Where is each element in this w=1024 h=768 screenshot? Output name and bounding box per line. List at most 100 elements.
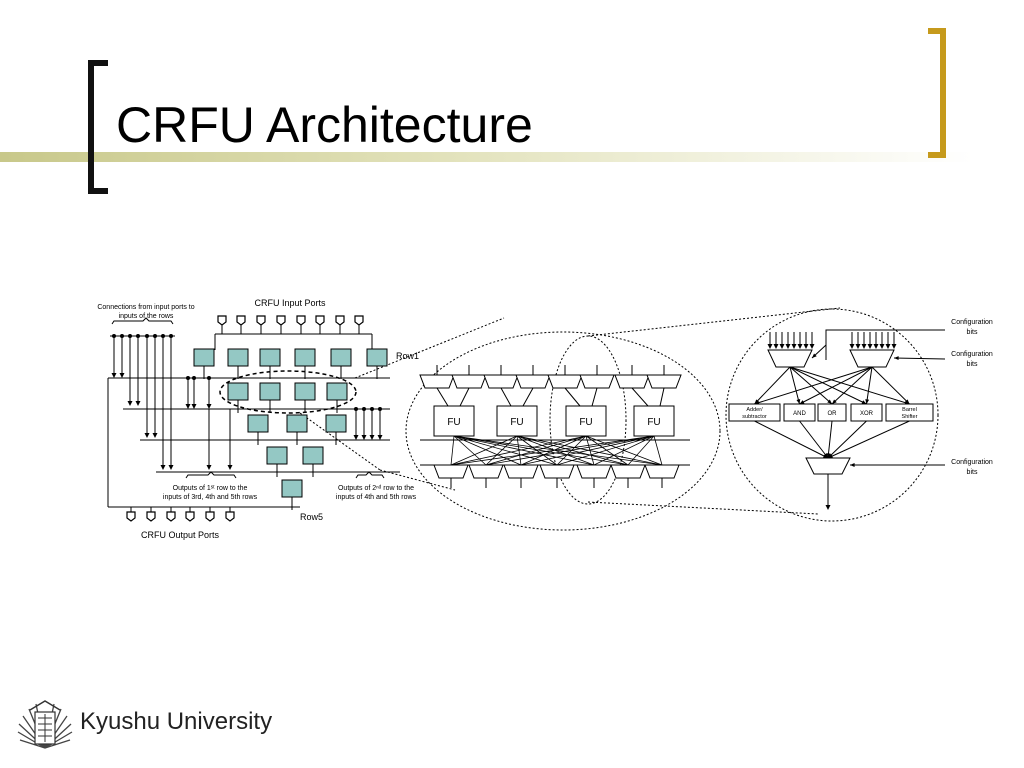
input-ports-label: CRFU Input Ports [254,298,326,308]
junction-dot [128,334,132,338]
output-mux-5 [576,464,612,479]
arrow-head [773,344,779,349]
fu-unit-4 [633,405,675,437]
arrow-head [850,463,855,467]
input-mux-2 [451,374,487,389]
arrow-head [754,399,760,404]
arrow-head [779,344,785,349]
right-bracket-decoration [928,28,946,158]
output-port-4 [185,511,195,522]
fu-block-row3-3 [325,414,347,433]
arrow-head [827,399,832,404]
arrow-head [785,344,791,349]
fu-unit-label: FU [647,417,660,428]
fu-block-row1-3 [259,348,281,367]
operation-unit-label: OR [828,411,838,417]
fu-block-row2-4 [326,382,348,401]
operation-unit-label: Barrel [902,407,917,413]
junction-dot [378,407,382,411]
operation-unit-label: Adder/ [746,407,763,413]
junction-dot [136,334,140,338]
output-ports-label: CRFU Output Ports [141,530,220,540]
arrow-head [796,399,801,404]
output-mux-4 [539,464,575,479]
title-underline-bar [0,152,1024,162]
input-port-3 [256,315,266,326]
output-mux-1 [433,464,469,479]
fu-block-row1-4 [294,348,316,367]
output-port-6 [225,511,235,522]
row5-label: Row5 [300,512,323,522]
arrow-head [353,435,359,440]
arrow-head [767,344,773,349]
output-port-2 [146,511,156,522]
configuration-bits-label-3: Configuration [951,459,993,466]
arrow-head [873,344,879,349]
arrow-head [191,404,197,409]
input-port-5 [296,315,306,326]
input-port-4 [276,315,286,326]
result-mux [805,457,851,475]
junction-dot [161,334,165,338]
input-mux-3 [483,374,519,389]
operand-mux-1 [767,349,813,368]
input-port-6 [315,315,325,326]
input-port-8 [354,315,364,326]
operand-mux-2 [849,349,895,368]
fu-unit-label: FU [510,417,523,428]
fu-block-row2-1 [227,382,249,401]
junction-dot [192,376,196,380]
arrow-head [799,400,805,404]
input-mux-6 [579,374,615,389]
arrow-head [797,344,803,349]
outputs-row2-label: inputs of 4th and 5th rows [336,494,417,501]
output-port-1 [126,511,136,522]
arrow-head [168,465,174,470]
fu-block-row2-2 [259,382,281,401]
input-port-1 [217,315,227,326]
fu-unit-1 [433,405,475,437]
arrow-head [119,373,125,378]
arrow-head [152,433,158,438]
configuration-bits-label-3: bits [967,469,978,476]
output-mux-3 [503,464,539,479]
input-port-2 [236,315,246,326]
outputs-row1-label: inputs of 3rd, 4th and 5th rows [163,494,258,501]
output-mux-6 [610,464,646,479]
fu-block-row3-2 [286,414,308,433]
output-port-3 [166,511,176,522]
arrow-head [754,400,760,405]
arrow-head [111,373,117,378]
arrow-head [865,399,870,404]
fu-block-row5-1 [281,479,303,498]
junction-dot [153,334,157,338]
arrow-head [206,465,212,470]
arrow-head [879,344,885,349]
fu-block-row4-1 [266,446,288,465]
arrow-head [894,356,899,361]
arrow-head [803,344,809,349]
arrow-head [849,344,855,349]
arrow-head [904,399,910,404]
arrow-head [828,454,833,458]
footer-institution-name: Kyushu University [80,708,273,735]
input-mux-1 [419,374,455,389]
input-mux-4 [515,374,551,389]
arrow-head [867,344,873,349]
configuration-bits-label-1: Configuration [951,319,993,326]
left-bracket-decoration [88,60,108,194]
slide-title: CRFU Architecture [116,97,533,153]
outputs-row2-label: Outputs of 2ⁿᵈ row to the [338,485,414,492]
arrow-head [361,435,367,440]
operation-unit-label: AND [793,411,806,417]
fu-unit-label: FU [579,417,592,428]
fu-block-row1-2 [227,348,249,367]
operation-unit-label: XOR [860,411,874,417]
configuration-bits-label-2: bits [967,361,978,368]
arrow-head [891,344,897,349]
input-port-7 [335,315,345,326]
junction-dot [112,334,116,338]
arrow-head [855,344,861,349]
connections-note-label: inputs of the rows [119,313,174,320]
fu-unit-label: FU [447,417,460,428]
